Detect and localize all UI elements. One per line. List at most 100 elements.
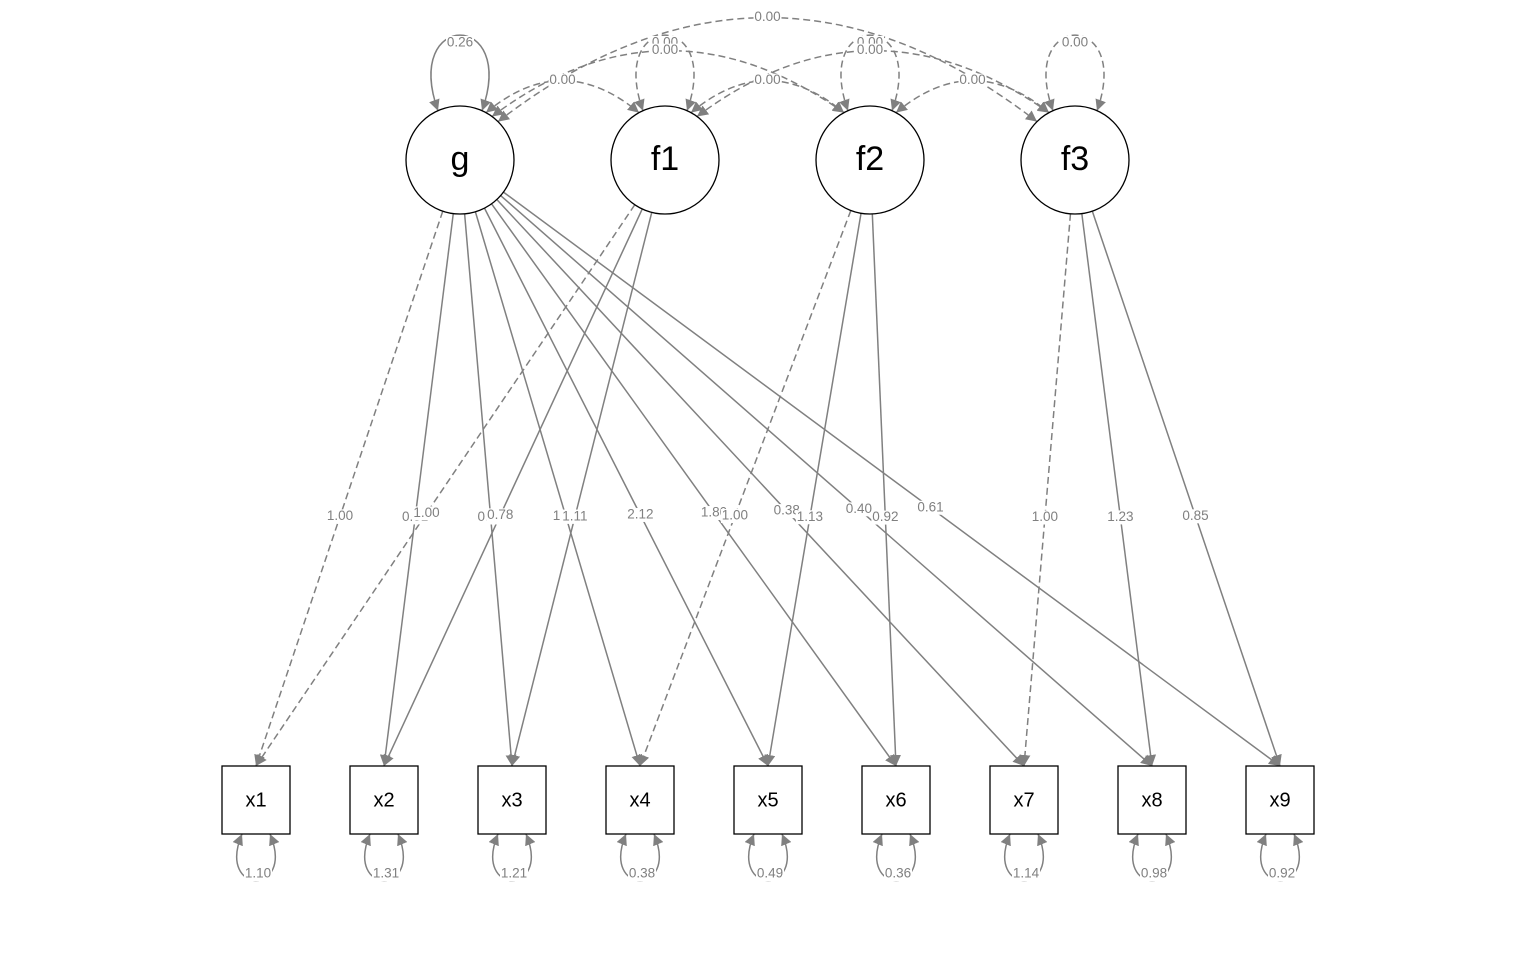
loading-label-f3-x7-background (1030, 510, 1059, 525)
manifest-box-x5 (733, 765, 803, 835)
manifest-box-x7 (989, 765, 1059, 835)
loading-label-f2-x5: 1.13 (797, 509, 823, 524)
variance-loop-f1 (634, 34, 696, 111)
manifest-label-x1: x1 (245, 789, 266, 811)
manifest-label-x5: x5 (757, 789, 778, 811)
covariance-label-g-f2: 0.00 (652, 42, 678, 57)
manifest-node-x1: x1 (221, 765, 291, 835)
latent-node-f1: f1 (610, 105, 720, 215)
loading-label-f1-x3: 1.11 (562, 508, 587, 523)
residual-label-x6: 0.36 (885, 866, 911, 881)
loading-label-g-x5-background (626, 507, 655, 522)
loading-label-f3-x7: 1.00 (1032, 509, 1058, 524)
covariance-label-g-f3: 0.00 (754, 9, 780, 24)
loading-label-f1-x3-background (560, 509, 589, 524)
covariance-label-g-f1-background (548, 73, 577, 88)
loading-label-f1-x1: 1.00 (413, 505, 439, 520)
residual-label-x9: 0.92 (1269, 866, 1295, 881)
loading-label-g-x5: 2.12 (627, 507, 653, 522)
residual-label-x2: 1.31 (373, 866, 399, 881)
variance-loop-g (429, 34, 491, 111)
residual-label-x3-background (500, 867, 528, 881)
loading-label-f1-x2-background (486, 508, 515, 523)
loading-edge-f1-x3 (509, 212, 653, 767)
covariance-arc-f1-f2 (690, 79, 845, 114)
covariance-label-f1-f2: 0.00 (754, 72, 780, 87)
residual-label-x8: 0.98 (1141, 866, 1167, 881)
loading-label-g-x1-background (326, 509, 355, 524)
edge-labels-layer: 1.000.510.491.932.121.800.380.400.611.00… (244, 9, 1296, 881)
manifest-box-x4 (605, 765, 675, 835)
loading-label-f3-x9: 0.85 (1182, 508, 1208, 523)
latent-label-f3: f3 (1061, 140, 1089, 178)
loading-edge-g-x8 (500, 195, 1153, 767)
residual-label-x5: 0.49 (757, 866, 783, 881)
loading-label-f2-x6: 0.92 (872, 509, 898, 524)
residual-label-x1-background (244, 867, 272, 881)
covariance-label-f2-f3: 0.00 (959, 72, 985, 87)
loading-label-f3-x9-background (1181, 509, 1210, 524)
residual-label-x4: 0.38 (629, 866, 655, 881)
variance-label-g: 0.26 (447, 35, 473, 50)
residual-label-x1: 1.10 (245, 866, 271, 881)
residual-label-x8-background (1140, 867, 1168, 881)
latent-node-f2: f2 (815, 105, 925, 215)
manifest-box-x6 (861, 765, 931, 835)
loading-edge-f1-x2 (383, 208, 643, 767)
covariance-arc-f2-f3 (895, 79, 1050, 114)
variance-label-f3-background (1061, 36, 1089, 50)
loading-edge-g-x6 (490, 203, 897, 767)
variance-label-f3: 0.00 (1062, 35, 1088, 50)
manifest-box-x2 (349, 765, 419, 835)
residual-label-x9-background (1268, 867, 1296, 881)
loading-label-g-x8: 0.40 (846, 501, 872, 516)
manifest-node-x7: x7 (989, 765, 1059, 835)
covariance-label-g-f2-background (651, 43, 679, 58)
residual-label-x7-background (1012, 867, 1040, 881)
covariance-arc-g-f3 (497, 16, 1038, 123)
loading-label-g-x1: 1.00 (327, 508, 353, 523)
loading-label-f2-x4: 1.00 (722, 508, 748, 523)
manifest-label-x7: x7 (1013, 789, 1034, 811)
residual-label-x5-background (756, 867, 784, 881)
latent-node-f3: f3 (1020, 105, 1130, 215)
manifest-node-x6: x6 (861, 765, 931, 835)
residual-label-x4-background (628, 867, 656, 881)
loading-edge-f3-x7 (1019, 213, 1072, 767)
edges-layer (232, 16, 1304, 882)
residual-label-x7: 1.14 (1013, 866, 1040, 881)
manifest-label-x9: x9 (1269, 789, 1290, 811)
loading-edge-g-x3 (463, 213, 517, 767)
loading-edge-f2-x6 (871, 213, 902, 767)
loading-label-f1-x2: 0.78 (487, 507, 513, 522)
loading-label-g-x9-background (916, 500, 945, 515)
manifest-label-x4: x4 (629, 789, 650, 811)
manifest-label-x3: x3 (501, 789, 522, 811)
variance-loop-f3 (1044, 34, 1106, 111)
manifest-node-x5: x5 (733, 765, 803, 835)
latent-label-g: g (451, 140, 470, 178)
latent-label-f2: f2 (856, 140, 884, 178)
residual-label-x2-background (372, 867, 400, 881)
latent-circle-f2 (815, 105, 925, 215)
loading-edge-g-x2 (379, 213, 455, 767)
variance-label-g-background (446, 36, 474, 50)
covariance-label-f1-f2-background (753, 73, 782, 88)
loading-label-f3-x8: 1.23 (1107, 509, 1133, 524)
manifest-box-x1 (221, 765, 291, 835)
covariance-label-f2-f3-background (958, 73, 987, 88)
manifest-label-x8: x8 (1141, 789, 1162, 811)
loading-edge-f1-x1 (255, 204, 636, 767)
manifest-node-x4: x4 (605, 765, 675, 835)
manifest-node-x2: x2 (349, 765, 419, 835)
loading-edge-f3-x8 (1081, 213, 1157, 767)
manifest-label-x2: x2 (373, 789, 394, 811)
manifest-box-x3 (477, 765, 547, 835)
loading-label-f2-x5-background (795, 510, 824, 525)
manifest-label-x6: x6 (885, 789, 906, 811)
variance-loop-f2 (839, 34, 901, 111)
loading-label-f3-x8-background (1106, 510, 1135, 525)
loading-edge-f2-x4 (638, 210, 852, 767)
nodes-layer: g f1 f2 f3 x1 x2 x3 x4 x5 x6 x7 x8 x9 (221, 105, 1315, 835)
